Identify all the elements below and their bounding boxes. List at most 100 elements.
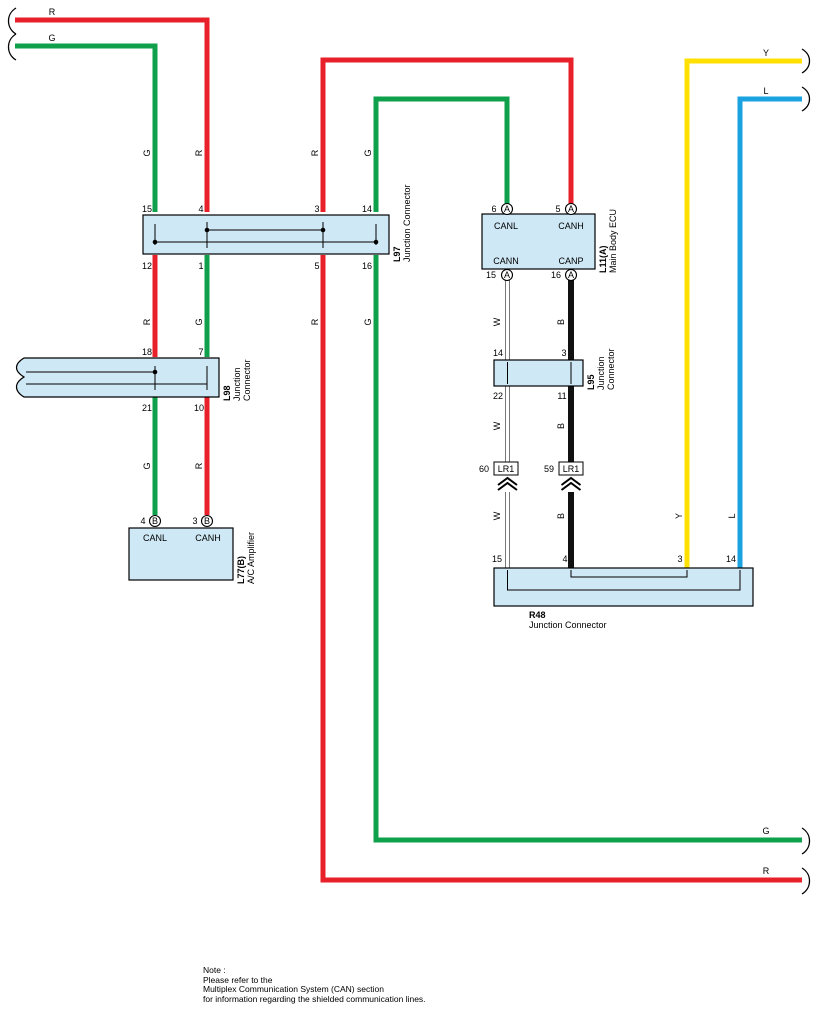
lr1-connector-w bbox=[493, 461, 519, 491]
pin-number: 7 bbox=[198, 347, 203, 357]
pin-number: 15 bbox=[142, 204, 152, 214]
wire-label-r-v3: R bbox=[142, 318, 152, 325]
wire-blue-right bbox=[737, 96, 802, 570]
pin-marker-l11-a6 bbox=[500, 202, 514, 216]
pin-number: 3 bbox=[314, 204, 319, 214]
pin-marker-l11-a16 bbox=[564, 268, 578, 282]
l98-name-1: Junction bbox=[232, 367, 242, 401]
pin-number: 4 bbox=[140, 516, 145, 526]
wire-break-mark-r-right bbox=[801, 867, 811, 895]
wire-label-r-v5: R bbox=[194, 462, 204, 469]
wire-label-y-right: Y bbox=[763, 48, 769, 58]
wire-label-y-v: Y bbox=[674, 513, 684, 519]
note-line: Multiplex Communication System (CAN) sec… bbox=[203, 984, 384, 994]
l95-name-2: Connector bbox=[606, 348, 616, 390]
pin-number: 14 bbox=[493, 348, 503, 358]
wire-label-w-v3: W bbox=[492, 511, 502, 520]
wire-green-l97-bottom-right bbox=[373, 255, 802, 843]
circle-label-a6: A bbox=[504, 204, 510, 214]
l11-canp-label: CANP bbox=[558, 256, 583, 266]
pin-number: 1 bbox=[198, 261, 203, 271]
pin-number: 3 bbox=[677, 554, 682, 564]
circle-label-a16: A bbox=[568, 270, 574, 280]
wire-red-left-input bbox=[15, 17, 210, 212]
pin-number: 4 bbox=[198, 204, 203, 214]
wire-label-l-v: L bbox=[727, 513, 737, 518]
wire-label-g-v4: G bbox=[363, 318, 373, 325]
pin-number: 5 bbox=[314, 261, 319, 271]
pin-number: 15 bbox=[492, 554, 502, 564]
l98-name-2: Connector bbox=[242, 359, 252, 401]
circle-label-b3: B bbox=[204, 516, 210, 526]
pin-number: 21 bbox=[142, 403, 152, 413]
connector-l11 bbox=[481, 213, 596, 270]
wire-label-r-bottom: R bbox=[763, 866, 770, 876]
wire-label-g-bottom: G bbox=[762, 826, 769, 836]
circle-label-b4: B bbox=[152, 516, 158, 526]
l11-canl-label: CANL bbox=[494, 221, 518, 231]
pin-number: 5 bbox=[555, 204, 560, 214]
wire-label-g-v2: G bbox=[363, 149, 373, 156]
pin-number: 15 bbox=[486, 270, 496, 280]
l95-code: L95 bbox=[586, 374, 596, 390]
pin-number: 14 bbox=[726, 554, 736, 564]
wire-break-mark-g-right bbox=[801, 827, 811, 855]
note-block: Note : Please refer to the Multiplex Com… bbox=[203, 965, 426, 1004]
wire-label-g-top: G bbox=[48, 33, 55, 43]
pin-marker-l77-b4 bbox=[148, 514, 162, 528]
wire-break-mark-y-right bbox=[801, 48, 811, 74]
wire-label-w-v2: W bbox=[492, 421, 502, 430]
circle-label-a15: A bbox=[504, 270, 510, 280]
wire-break-mark-g-left bbox=[7, 33, 17, 61]
wire-label-r-v1: R bbox=[194, 149, 204, 156]
wire-red-loop-l97-l11 bbox=[320, 57, 574, 212]
pin-marker-l11-a5 bbox=[564, 202, 578, 216]
pin-marker-l77-b3 bbox=[200, 514, 214, 528]
pin-number: 6 bbox=[491, 204, 496, 214]
connector-l95 bbox=[493, 359, 584, 387]
pin-number: 10 bbox=[194, 403, 204, 413]
lr1-label-w: LR1 bbox=[498, 464, 515, 474]
pin-number: 14 bbox=[362, 204, 372, 214]
l97-name: Junction Connector bbox=[402, 184, 412, 262]
wire-label-b-v3: B bbox=[556, 513, 566, 519]
l97-code: L97 bbox=[392, 246, 402, 262]
l11-code: L11(A) bbox=[598, 245, 608, 273]
wire-label-l-right: L bbox=[763, 86, 768, 96]
pin-number: 16 bbox=[551, 270, 561, 280]
note-line: for information regarding the shielded c… bbox=[203, 993, 426, 1004]
pin-number: 4 bbox=[562, 554, 567, 564]
pin-number: 59 bbox=[544, 464, 554, 474]
wire-break-mark-r-left bbox=[7, 7, 17, 35]
pin-marker-l11-a15 bbox=[500, 268, 514, 282]
wire-label-g-v5: G bbox=[142, 462, 152, 469]
wire-label-w-v1: W bbox=[492, 317, 502, 326]
wire-white-cann bbox=[505, 280, 510, 570]
circle-label-a5: A bbox=[568, 204, 574, 214]
lr1-connector-b bbox=[558, 461, 584, 491]
wire-label-b-v2: B bbox=[556, 423, 566, 429]
pin-number: 11 bbox=[557, 391, 566, 401]
connector-l98 bbox=[15, 357, 220, 398]
l77-code: L77(B) bbox=[236, 556, 246, 584]
l11-name: Main Body ECU bbox=[608, 209, 618, 273]
l98-code: L98 bbox=[222, 385, 232, 401]
wire-break-mark-l-right bbox=[801, 86, 811, 112]
connector-l77 bbox=[128, 527, 234, 581]
l77-canl-label: CANL bbox=[143, 533, 167, 543]
r48-name: Junction Connector bbox=[529, 620, 607, 630]
l95-name-1: Junction bbox=[596, 356, 606, 390]
wire-label-r-v2: R bbox=[310, 149, 320, 156]
l77-canh-label: CANH bbox=[195, 533, 221, 543]
pin-number: 3 bbox=[192, 516, 197, 526]
note-line: Please refer to the bbox=[203, 974, 273, 985]
wire-green-left-input bbox=[15, 43, 158, 212]
wire-label-g-v1: G bbox=[142, 149, 152, 156]
connector-l97 bbox=[142, 214, 390, 255]
connector-r48 bbox=[493, 567, 754, 607]
pin-number: 12 bbox=[142, 261, 152, 271]
wire-label-r-top: R bbox=[49, 7, 56, 17]
wire-red-l97-bottom-right bbox=[320, 255, 802, 883]
wire-green-loop-l97-l11 bbox=[373, 96, 510, 212]
